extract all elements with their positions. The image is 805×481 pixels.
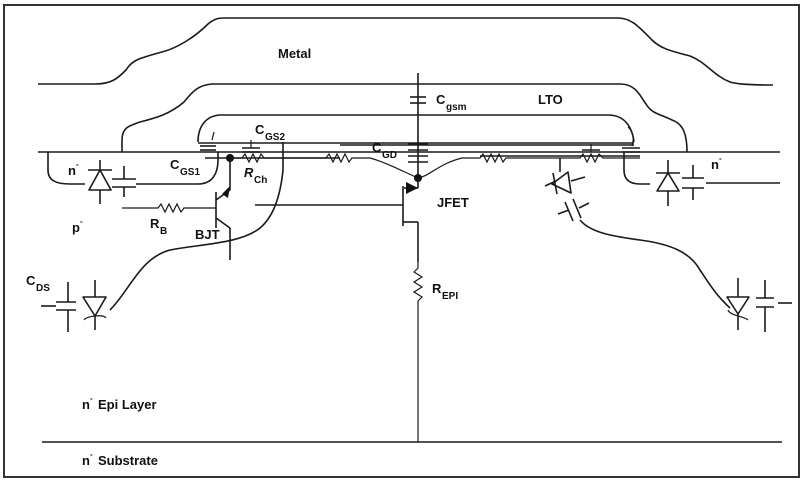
bjt-label: BJT	[195, 227, 220, 242]
left-junction-capacitor	[112, 166, 136, 197]
svg-text:C: C	[170, 157, 180, 172]
lto-label: LTO	[538, 92, 563, 107]
right-slanted-diode	[544, 158, 586, 195]
svg-text:gsm: gsm	[446, 102, 467, 113]
svg-text:GS2: GS2	[265, 132, 285, 143]
svg-text:-: -	[76, 160, 79, 169]
repi-resistor	[412, 262, 424, 442]
svg-text:C: C	[255, 122, 265, 137]
left-nwell-outline-2	[136, 152, 219, 185]
svg-text:-: -	[90, 450, 93, 459]
lto-inner-tick-left	[211, 131, 215, 141]
svg-text:C: C	[26, 273, 36, 288]
n-minus-right-label: n -	[711, 154, 722, 172]
metal-layer-outline	[38, 17, 774, 86]
n-minus-left-label: n -	[68, 160, 79, 178]
svg-text:R: R	[432, 281, 442, 296]
jfet-symbol	[255, 178, 419, 262]
svg-text:Epi Layer: Epi Layer	[98, 397, 157, 412]
svg-text:n: n	[68, 163, 76, 178]
repi-label: R EPI	[432, 281, 458, 302]
right-nwell-outline	[623, 152, 650, 185]
svg-text:GS1: GS1	[180, 167, 200, 178]
svg-text:C: C	[372, 140, 382, 155]
p-minus-label: p -	[72, 217, 83, 235]
svg-text:-: -	[90, 394, 93, 403]
svg-text:-: -	[80, 217, 83, 226]
cds-capacitor	[41, 282, 76, 332]
epi-layer-label: n - Epi Layer	[82, 394, 157, 412]
svg-text:Substrate: Substrate	[98, 453, 158, 468]
bjt-symbol	[215, 158, 231, 260]
lto-outer-outline	[121, 83, 688, 153]
left-nwell-outline	[47, 152, 85, 185]
rch-label: R Ch	[244, 165, 267, 186]
svg-text:C: C	[436, 92, 446, 107]
metal-label: Metal	[278, 46, 311, 61]
right-junction-capacitor	[682, 165, 704, 200]
p-body-boundary-right	[579, 219, 731, 309]
jfet-label: JFET	[437, 195, 469, 210]
channel-resistor-2	[300, 152, 419, 179]
cgs2-capacitor	[242, 140, 260, 153]
right-slanted-capacitor	[557, 198, 590, 222]
substrate-label: n - Substrate	[82, 450, 158, 468]
p-body-boundary-left	[109, 142, 284, 311]
svg-text:B: B	[160, 226, 167, 237]
svg-text:DS: DS	[36, 283, 50, 294]
svg-text:n: n	[711, 157, 719, 172]
right-channel-resistor	[417, 152, 640, 179]
rb-resistor	[122, 202, 216, 214]
svg-text:EPI: EPI	[442, 291, 458, 302]
right-cds-diode	[726, 278, 750, 330]
rb-label: R B	[150, 216, 167, 237]
cds-body-diode	[82, 280, 107, 330]
cgs1-capacitor	[200, 145, 216, 151]
cgs1-label: C GS1	[170, 157, 200, 178]
right-body-diode	[656, 160, 680, 206]
svg-text:-: -	[719, 154, 722, 163]
cds-label: C DS	[26, 273, 50, 294]
diagram-frame	[3, 4, 800, 478]
cgd-capacitor	[408, 143, 428, 163]
cgd-label: C GD	[372, 140, 397, 161]
cgsm-capacitor	[410, 96, 426, 104]
svg-text:GD: GD	[382, 150, 397, 161]
svg-text:R: R	[150, 216, 160, 231]
svg-text:n: n	[82, 397, 90, 412]
cgsm-label: C gsm	[436, 92, 467, 113]
svg-text:Ch: Ch	[254, 175, 267, 186]
svg-text:p: p	[72, 220, 80, 235]
svg-text:n: n	[82, 453, 90, 468]
left-body-diode	[88, 160, 112, 204]
right-cds-capacitor	[756, 280, 792, 332]
cgs2-label: C GS2	[255, 122, 285, 143]
rch-resistor	[234, 152, 300, 164]
svg-text:R: R	[244, 165, 254, 180]
